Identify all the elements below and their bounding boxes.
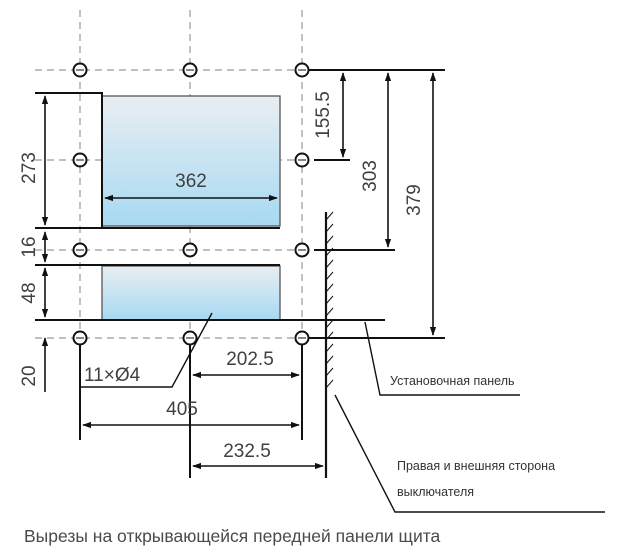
holes-leader	[80, 312, 213, 388]
dim-155-5-label: 155.5	[313, 91, 334, 139]
dim-362-label: 362	[175, 171, 207, 192]
right-dimension-lines	[302, 72, 445, 339]
note-leaders	[334, 321, 605, 513]
dim-48-label: 48	[19, 282, 40, 303]
hole-center-marks	[76, 69, 306, 339]
diagram-caption: Вырезы на открывающейся передней панели …	[24, 526, 441, 546]
lower-cutout	[101, 265, 281, 321]
switch-side-wall	[324, 211, 334, 478]
dim-232-5-label: 232.5	[223, 441, 271, 462]
dim-20-label: 20	[19, 365, 40, 386]
dim-16-label: 16	[19, 236, 40, 257]
upper-cutout	[101, 95, 281, 227]
right-extension-lines	[302, 69, 445, 251]
holes-label: 11×Ø4	[84, 365, 141, 386]
dim-273-label: 273	[19, 152, 40, 184]
dim-405-label: 405	[166, 399, 198, 420]
mounting-panel-label: Установочная панель	[390, 374, 515, 388]
left-extension-lines	[35, 92, 385, 321]
switch-side-label-line1: Правая и внешняя сторона	[397, 459, 555, 473]
dim-202-5-label: 202.5	[226, 349, 274, 370]
dim-303-label: 303	[360, 160, 381, 192]
dim-379-label: 379	[404, 184, 425, 216]
switch-side-label-line2: выключателя	[397, 485, 474, 499]
bottom-dimension-lines	[79, 345, 324, 478]
